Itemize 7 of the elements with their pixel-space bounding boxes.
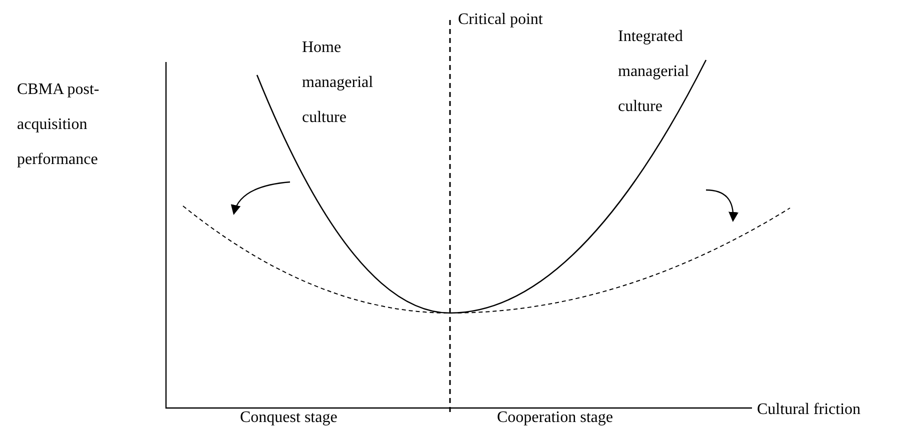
- axis-label: Cultural friction: [757, 400, 862, 420]
- critical-point-label: Critical point: [458, 10, 544, 30]
- axis-label: CBMA post-acquisition performance: [17, 80, 100, 170]
- stage-label: Conquest stage: [240, 408, 338, 428]
- curve-label: Home managerial culture: [302, 38, 374, 128]
- stage-label: Cooperation stage: [497, 408, 614, 428]
- curve-label: Integrated managerial culture: [618, 27, 690, 117]
